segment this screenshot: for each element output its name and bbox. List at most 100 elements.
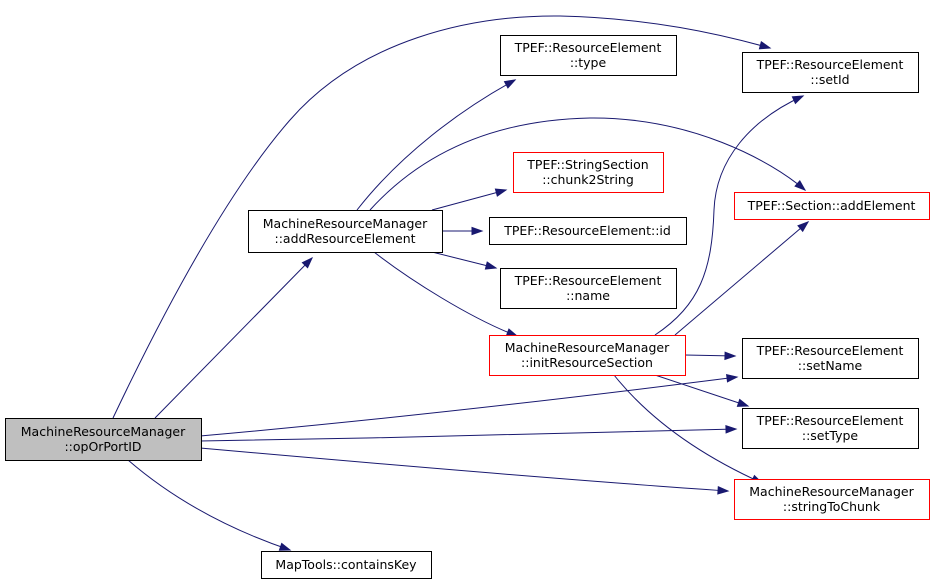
arrowhead-icon — [301, 256, 314, 269]
edge-addresourceelement-to-re_name — [431, 251, 498, 270]
node-label: ::stringToChunk — [783, 499, 881, 514]
node-label: TPEF::Section::addElement — [747, 198, 916, 213]
node-label: TPEF::ResourceElement — [756, 57, 904, 72]
edge-line — [431, 189, 507, 211]
node-label: ::name — [566, 288, 610, 303]
node-box — [742, 408, 919, 449]
node-label: ::chunk2String — [542, 172, 634, 187]
arrowhead-icon — [503, 79, 517, 89]
arrowhead-icon — [471, 226, 484, 236]
node-re-type[interactable]: TPEF::ResourceElement::type — [500, 35, 677, 76]
arrowhead-icon — [736, 398, 750, 407]
node-box — [513, 152, 664, 193]
node-box — [489, 335, 686, 376]
node-re-settype[interactable]: TPEF::ResourceElement::setType — [742, 408, 919, 449]
node-initresourcesection[interactable]: MachineResourceManager::initResourceSect… — [489, 335, 686, 376]
edge-line — [112, 15, 771, 419]
nodes-layer: MachineResourceManager::opOrPortIDMachin… — [5, 35, 930, 579]
node-addresourceelement[interactable]: MachineResourceManager::addResourceEleme… — [248, 210, 443, 253]
node-label: TPEF::ResourceElement — [514, 273, 662, 288]
node-label: ::type — [570, 55, 607, 70]
arrowhead-icon — [725, 425, 738, 434]
node-re-setname[interactable]: TPEF::ResourceElement::setName — [742, 338, 919, 379]
edge-line — [154, 257, 313, 419]
edge-initresourcesection-to-stringtochunk — [613, 374, 764, 484]
node-chunk2string[interactable]: TPEF::StringSection::chunk2String — [513, 152, 664, 193]
node-label: MapTools::containsKey — [275, 557, 417, 572]
arrowhead-icon — [494, 188, 508, 197]
edge-line — [127, 459, 291, 551]
node-label: ::opOrPortID — [64, 439, 141, 454]
edge-addresourceelement-to-addelement — [369, 117, 807, 211]
node-label: TPEF::ResourceElement — [756, 413, 904, 428]
node-box — [742, 338, 919, 379]
node-re-name[interactable]: TPEF::ResourceElement::name — [500, 268, 677, 309]
edge-line — [199, 447, 729, 492]
edge-line — [654, 95, 804, 336]
edge-line — [369, 117, 806, 211]
node-containskey[interactable]: MapTools::containsKey — [261, 551, 432, 579]
edge-addresourceelement-to-re_type — [356, 79, 517, 211]
edge-oporportid-to-re_setid — [112, 15, 772, 419]
node-label: TPEF::StringSection — [526, 157, 648, 172]
node-label: ::addResourceElement — [274, 231, 415, 246]
arrowhead-icon — [726, 374, 739, 383]
node-box — [5, 418, 202, 461]
edge-addresourceelement-to-chunk2string — [431, 188, 508, 211]
edge-initresourcesection-to-re_setname — [684, 351, 737, 361]
node-re-id[interactable]: TPEF::ResourceElement::id — [489, 217, 687, 245]
node-box — [261, 551, 432, 579]
arrowhead-icon — [278, 542, 292, 551]
node-oporportid[interactable]: MachineResourceManager::opOrPortID — [5, 418, 202, 461]
node-label: MachineResourceManager — [21, 424, 186, 439]
node-label: ::setName — [798, 358, 863, 373]
edge-line — [199, 428, 737, 442]
node-box — [734, 192, 930, 220]
node-box — [500, 35, 677, 76]
node-label: MachineResourceManager — [505, 340, 670, 355]
edge-oporportid-to-re_settype — [199, 425, 738, 442]
edge-line — [674, 221, 809, 336]
node-addelement[interactable]: TPEF::Section::addElement — [734, 192, 930, 220]
edge-initresourcesection-to-re_settype — [654, 374, 750, 407]
node-label: MachineResourceManager — [749, 484, 914, 499]
edge-initresourcesection-to-re_setid — [654, 95, 805, 336]
node-label: TPEF::ResourceElement — [756, 343, 904, 358]
edges-layer — [112, 15, 810, 551]
edge-oporportid-to-containskey — [127, 459, 292, 551]
node-re-setid[interactable]: TPEF::ResourceElement::setId — [742, 52, 919, 93]
node-box — [734, 479, 930, 520]
node-label: TPEF::ResourceElement — [514, 40, 662, 55]
edge-line — [431, 251, 497, 269]
edge-addresourceelement-to-initresourcesection — [373, 251, 519, 337]
node-box — [500, 268, 677, 309]
edge-line — [613, 374, 763, 484]
node-box — [489, 217, 687, 245]
arrowhead-icon — [717, 485, 730, 495]
node-label: ::setType — [802, 428, 859, 443]
node-box — [742, 52, 919, 93]
edge-line — [654, 374, 749, 407]
node-label: ::initResourceSection — [521, 355, 653, 370]
edge-line — [199, 376, 738, 437]
edge-oporportid-to-stringtochunk — [199, 447, 730, 495]
edge-line — [356, 79, 516, 211]
arrowhead-icon — [724, 351, 737, 361]
edge-oporportid-to-addresourceelement — [154, 256, 314, 419]
node-label: TPEF::ResourceElement::id — [503, 223, 671, 238]
edge-initresourcesection-to-addelement — [674, 221, 810, 336]
edge-addresourceelement-to-re_id — [442, 226, 484, 236]
node-label: ::setId — [810, 72, 849, 87]
arrowhead-icon — [791, 95, 805, 105]
arrowhead-icon — [505, 328, 519, 337]
node-box — [248, 210, 443, 253]
edge-line — [373, 251, 518, 337]
arrowhead-icon — [797, 221, 810, 233]
arrowhead-icon — [758, 40, 772, 50]
arrowhead-icon — [484, 261, 498, 270]
node-stringtochunk[interactable]: MachineResourceManager::stringToChunk — [734, 479, 930, 520]
node-label: MachineResourceManager — [263, 216, 428, 231]
arrowhead-icon — [794, 179, 807, 191]
edge-oporportid-to-re_setname — [199, 374, 739, 437]
